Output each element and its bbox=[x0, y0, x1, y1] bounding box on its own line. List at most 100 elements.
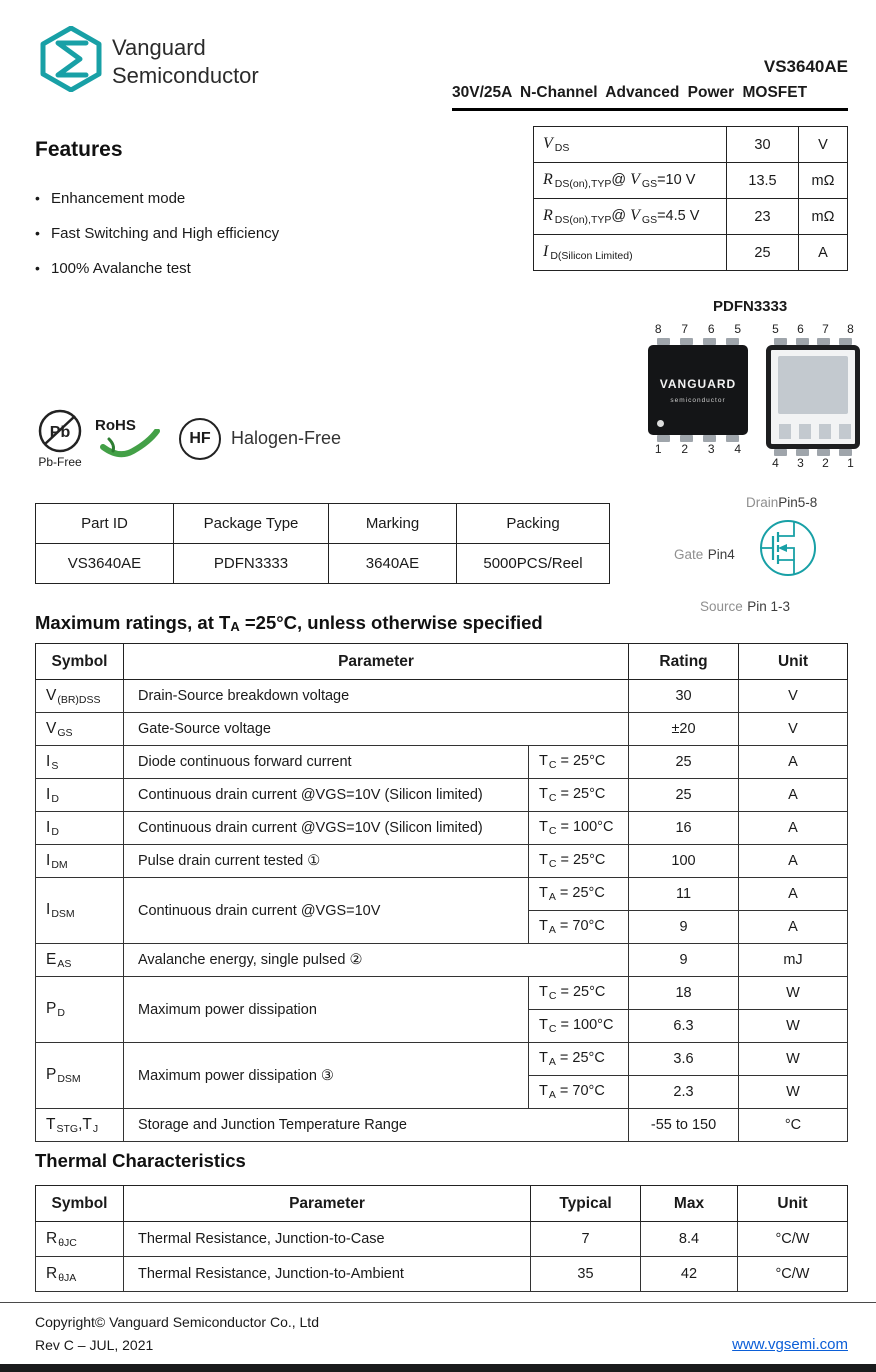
copyright-text: Copyright© Vanguard Semiconductor Co., L… bbox=[35, 1314, 319, 1330]
list-item: 100% Avalanche test bbox=[35, 260, 455, 277]
symbol-cell: VGS bbox=[35, 712, 124, 746]
pb-free-label: Pb-Free bbox=[38, 455, 82, 469]
pin-stubs bbox=[652, 338, 743, 345]
parameter-cell: Avalanche energy, single pulsed ② bbox=[122, 943, 630, 977]
list-item: Enhancement mode bbox=[35, 190, 455, 207]
bottom-bar bbox=[0, 1364, 876, 1372]
parameter-cell: Gate-Source voltage bbox=[122, 712, 630, 746]
features-section: Features Enhancement mode Fast Switching… bbox=[35, 138, 455, 295]
max-cell: 42 bbox=[640, 1256, 738, 1292]
parameter-cell: Storage and Junction Temperature Range bbox=[122, 1108, 630, 1142]
vanguard-logo-icon bbox=[36, 25, 106, 97]
thermal-heading: Thermal Characteristics bbox=[35, 1150, 246, 1171]
chip-bottom-view bbox=[766, 345, 860, 449]
spec-unit: mΩ bbox=[798, 198, 848, 235]
unit-cell: W bbox=[738, 1009, 848, 1043]
features-heading: Features bbox=[35, 138, 123, 161]
parameter-cell: Continuous drain current @VGS=10V bbox=[123, 877, 529, 944]
brand-name: Vanguard Semiconductor bbox=[112, 34, 259, 90]
symbol-cell: PD bbox=[35, 976, 124, 1043]
max-ratings-table: Symbol Parameter Rating Unit V(BR)DSS Dr… bbox=[35, 643, 848, 1142]
chip-sub-text: semiconductor bbox=[670, 396, 726, 404]
typical-cell: 7 bbox=[530, 1221, 641, 1257]
rating-cell: 11 bbox=[628, 877, 740, 911]
col-header: Symbol bbox=[35, 643, 124, 680]
rohs-check-icon bbox=[100, 428, 160, 457]
symbol-cell: TSTG,TJ bbox=[35, 1108, 124, 1142]
symbol-cell: IDM bbox=[35, 844, 124, 878]
svg-text:Pb: Pb bbox=[50, 424, 71, 441]
condition-cell: TA = 25°C bbox=[527, 1042, 630, 1076]
symbol-cell: ID bbox=[35, 811, 124, 845]
rating-cell: 16 bbox=[628, 811, 740, 845]
package-type: PDFN3333 bbox=[173, 543, 329, 584]
spec-unit: V bbox=[798, 126, 848, 163]
table-row: ID Continuous drain current @VGS=10V (Si… bbox=[35, 811, 848, 845]
parameter-cell: Continuous drain current @VGS=10V (Silic… bbox=[123, 778, 529, 812]
parameter-cell: Thermal Resistance, Junction-to-Case bbox=[123, 1221, 531, 1257]
unit-cell: V bbox=[738, 679, 848, 713]
col-header: Unit bbox=[738, 643, 848, 680]
unit-cell: °C/W bbox=[737, 1256, 848, 1292]
packing: 5000PCS/Reel bbox=[456, 543, 610, 584]
unit-cell: °C/W bbox=[737, 1221, 848, 1257]
package-name: PDFN3333 bbox=[713, 298, 788, 315]
parameter-cell: Maximum power dissipation ③ bbox=[123, 1042, 529, 1109]
table-row: TA = 70°C 2.3 W bbox=[36, 1075, 848, 1109]
unit-cell: W bbox=[738, 1075, 848, 1109]
table-row: RθJC Thermal Resistance, Junction-to-Cas… bbox=[35, 1221, 848, 1257]
footer-divider bbox=[0, 1302, 876, 1303]
unit-cell: A bbox=[738, 910, 848, 944]
parameter-cell: Maximum power dissipation bbox=[123, 976, 529, 1043]
col-header: Typical bbox=[530, 1185, 641, 1222]
part-number: VS3640AE bbox=[763, 57, 848, 76]
ordering-info-table: Part ID Package Type Marking Packing VS3… bbox=[35, 503, 610, 584]
spec-value: 30 bbox=[726, 126, 799, 163]
halogen-free-label: Halogen-Free bbox=[231, 428, 342, 448]
chip-brand-text: VANGUARD bbox=[659, 376, 737, 391]
parameter-cell: Pulse drain current tested ① bbox=[123, 844, 529, 878]
symbol-cell: V(BR)DSS bbox=[35, 679, 124, 713]
condition-cell: TC = 100°C bbox=[527, 811, 630, 845]
table-row: RθJA Thermal Resistance, Junction-to-Amb… bbox=[35, 1256, 848, 1292]
table-row: IDSM Continuous drain current @VGS=10V T… bbox=[35, 877, 848, 944]
unit-cell: A bbox=[738, 811, 848, 845]
thermal-table: Symbol Parameter Typical Max Unit RθJC T… bbox=[35, 1185, 848, 1292]
condition-cell: TC = 100°C bbox=[527, 1009, 630, 1043]
website-link[interactable]: www.vgsemi.com bbox=[732, 1336, 848, 1353]
table-row: EAS Avalanche energy, single pulsed ② 9 … bbox=[35, 943, 848, 977]
table-row: IDM Pulse drain current tested ① TC = 25… bbox=[35, 844, 848, 878]
drain-pin-label: DrainPin5-8 bbox=[746, 495, 818, 510]
symbol-cell: PDSM bbox=[35, 1042, 124, 1109]
pin-stubs bbox=[770, 449, 856, 456]
compliance-badges: Pb Pb-Free RoHS HF Halogen-Free bbox=[37, 408, 341, 469]
brand-line2: Semiconductor bbox=[112, 63, 259, 88]
max-cell: 8.4 bbox=[640, 1221, 738, 1257]
rating-cell: 9 bbox=[628, 943, 740, 977]
condition-cell: TC = 25°C bbox=[527, 745, 630, 779]
symbol-cell: ID bbox=[35, 778, 124, 812]
revision-text: Rev C – JUL, 2021 bbox=[35, 1337, 154, 1353]
col-header: Unit bbox=[737, 1185, 848, 1222]
col-header: Symbol bbox=[35, 1185, 124, 1222]
source-pin-label: Source Pin 1-3 bbox=[700, 599, 791, 614]
rohs-label: RoHS bbox=[95, 416, 136, 434]
pb-free-badge: Pb Pb-Free bbox=[37, 408, 83, 469]
features-list: Enhancement mode Fast Switching and High… bbox=[35, 190, 455, 277]
rohs-badge: RoHS bbox=[93, 413, 165, 465]
unit-cell: W bbox=[738, 976, 848, 1010]
rating-cell: 25 bbox=[628, 745, 740, 779]
condition-cell: TC = 25°C bbox=[527, 844, 630, 878]
table-row: PDSM Maximum power dissipation ③ TA = 25… bbox=[35, 1042, 848, 1109]
pin-assignment-diagram: DrainPin5-8 Gate Pin4 Source Pin 1-3 bbox=[672, 492, 862, 622]
